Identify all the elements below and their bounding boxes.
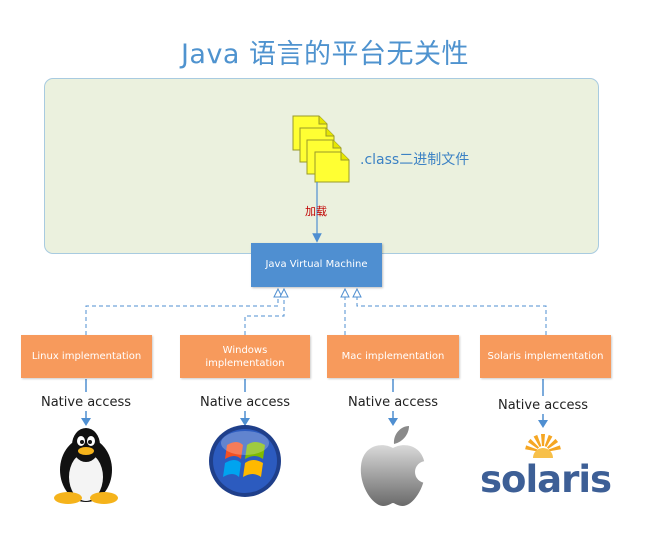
native-access-mac: Native access [347,395,439,410]
native-access-solaris: Native access [497,398,589,413]
impl-box-linux: Linux implementation [21,335,152,378]
jvm-box: Java Virtual Machine [251,243,382,287]
windows-logo-icon [209,425,281,497]
native-access-linux: Native access [40,395,132,410]
implementation-connectors [85,292,547,335]
impl-box-mac: Mac implementation [327,335,459,378]
load-label: 加载 [305,205,327,218]
impl-box-solaris: Solaris implementation [480,335,611,378]
hollow-arrowheads [273,287,362,298]
native-logo-arrows [81,411,548,428]
impl-label-linux: Linux implementation [31,351,142,362]
impl-label-windows: Windows implementation [205,344,285,369]
tux-penguin-icon [54,428,118,504]
page-title: Java 语言的平台无关性 [180,39,470,70]
jvm-label: Java Virtual Machine [265,259,368,270]
impl-label-mac: Mac implementation [341,351,445,362]
native-access-windows: Native access [199,395,291,410]
apple-logo-icon [360,426,437,506]
class-files-label: .class二进制文件 [360,152,470,168]
solaris-wordmark: solaris [480,458,612,501]
solaris-sun-icon [525,434,561,458]
impl-label-solaris: Solaris implementation [487,351,604,362]
class-file-stack-icon [292,115,350,183]
impl-native-arrows [85,379,544,396]
impl-box-windows: Windows implementation [180,335,310,378]
